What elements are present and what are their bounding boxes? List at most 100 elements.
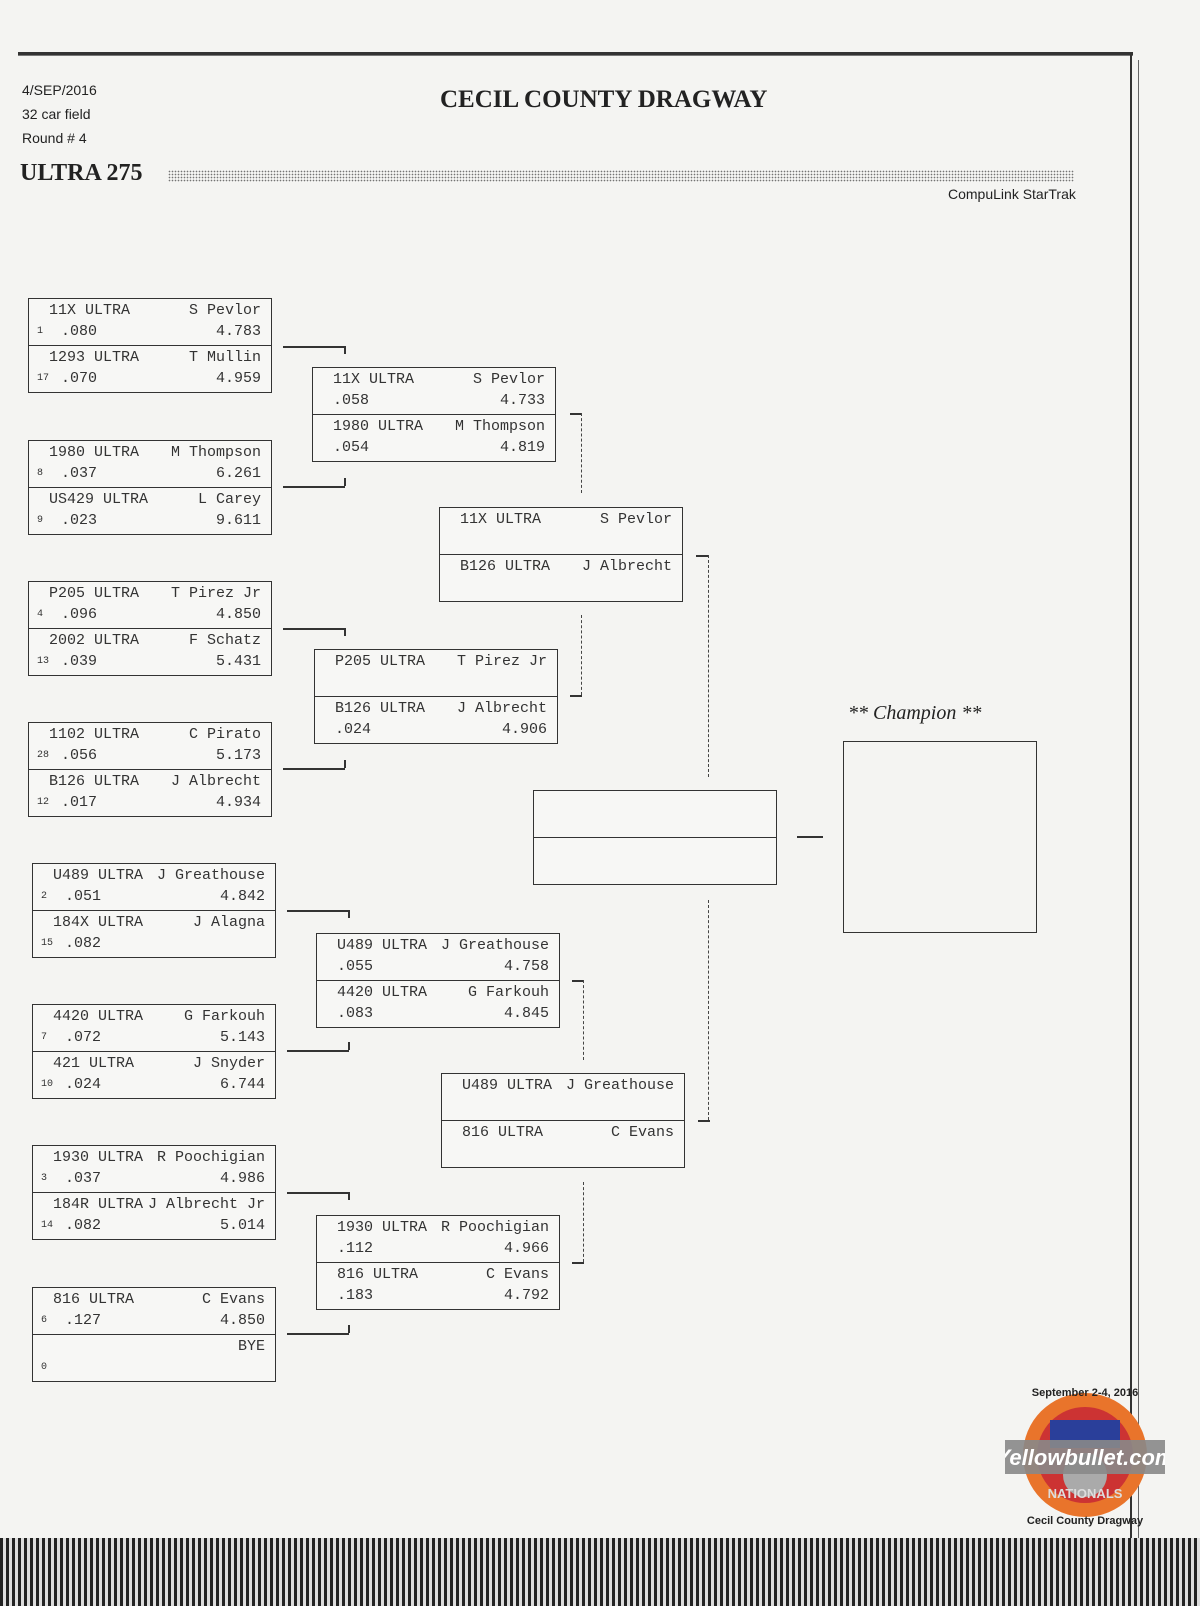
car-number: U489 ULTRA — [462, 1077, 553, 1094]
car-number: P205 ULTRA — [49, 585, 140, 602]
seed-number: 15 — [41, 938, 54, 949]
driver-name: J Albrecht — [581, 558, 672, 575]
scan-band — [0, 1538, 1200, 1606]
elapsed-time: 9.611 — [215, 512, 261, 529]
reaction-time: .183 — [337, 1287, 374, 1304]
driver-name: J Greathouse — [440, 937, 549, 954]
driver-name: S Pevlor — [599, 511, 672, 528]
driver-name: G Farkouh — [183, 1008, 265, 1025]
connector — [581, 615, 582, 695]
connector — [696, 555, 708, 557]
driver-name: S Pevlor — [188, 302, 261, 319]
driver-name: J Greathouse — [156, 867, 265, 884]
champion-label: ** Champion ** — [848, 702, 981, 725]
driver-name: G Farkouh — [467, 984, 549, 1001]
car-number: 11X ULTRA — [333, 371, 415, 388]
connector — [348, 1325, 350, 1333]
connector — [283, 768, 345, 770]
reaction-time: .112 — [337, 1240, 374, 1257]
driver-name: C Evans — [485, 1266, 549, 1283]
event-date: 4/SEP/2016 — [22, 82, 97, 98]
elapsed-time: 4.842 — [219, 888, 265, 905]
reaction-time: .017 — [61, 794, 98, 811]
car-number: 1930 ULTRA — [337, 1219, 428, 1236]
elapsed-time: 4.850 — [215, 606, 261, 623]
driver-name: S Pevlor — [472, 371, 545, 388]
reaction-time: .058 — [333, 392, 370, 409]
svg-text:NATIONALS: NATIONALS — [1048, 1486, 1123, 1501]
reaction-time: .037 — [65, 1170, 102, 1187]
elapsed-time: 4.733 — [499, 392, 545, 409]
seed-number: 8 — [37, 468, 44, 479]
seed-number: 6 — [41, 1315, 48, 1326]
elapsed-time: 4.783 — [215, 323, 261, 340]
elapsed-time: 4.986 — [219, 1170, 265, 1187]
connector — [348, 1192, 350, 1200]
yellowbullet-nationals-logo: Yellowbullet.com September 2-4, 2016 NAT… — [996, 1380, 1175, 1530]
reaction-time: .023 — [61, 512, 98, 529]
car-number: 1980 ULTRA — [49, 444, 140, 461]
reaction-time: .054 — [333, 439, 370, 456]
seed-number: 14 — [41, 1220, 54, 1231]
elapsed-time: 5.431 — [215, 653, 261, 670]
elapsed-time: 6.744 — [219, 1076, 265, 1093]
driver-name: T Pirez Jr — [170, 585, 261, 602]
driver-name: M Thompson — [454, 418, 545, 435]
connector — [344, 478, 346, 486]
seed-number: 2 — [41, 891, 48, 902]
car-number: 4420 ULTRA — [53, 1008, 144, 1025]
connector — [348, 910, 350, 918]
connector — [344, 346, 346, 354]
seed-number: 28 — [37, 750, 50, 761]
driver-name: J Snyder — [192, 1055, 265, 1072]
round-number: Round # 4 — [22, 130, 87, 146]
racer-entry: 11X ULTRA S Pevlor .058 4.733 — [313, 368, 555, 414]
driver-name: R Poochigian — [156, 1149, 265, 1166]
car-number: US429 ULTRA — [49, 491, 149, 508]
car-number: 11X ULTRA — [460, 511, 542, 528]
reaction-time: .096 — [61, 606, 98, 623]
car-number: 11X ULTRA — [49, 302, 131, 319]
car-number: P205 ULTRA — [335, 653, 426, 670]
elapsed-time: 4.959 — [215, 370, 261, 387]
car-number: 1980 ULTRA — [333, 418, 424, 435]
connector — [708, 555, 709, 777]
elapsed-time: 4.966 — [503, 1240, 549, 1257]
elapsed-time: 4.845 — [503, 1005, 549, 1022]
reaction-time: .080 — [61, 323, 98, 340]
reaction-time: .070 — [61, 370, 98, 387]
reaction-time: .127 — [65, 1312, 102, 1329]
right-rule — [1130, 52, 1132, 1542]
car-number: 1293 ULTRA — [49, 349, 140, 366]
elapsed-time: 6.261 — [215, 465, 261, 482]
seed-number: 12 — [37, 797, 50, 808]
elapsed-time: 5.143 — [219, 1029, 265, 1046]
connector — [708, 900, 709, 1120]
class-name: ULTRA 275 — [20, 160, 143, 186]
reaction-time: .024 — [335, 721, 372, 738]
seed-number: 10 — [41, 1079, 54, 1090]
seed-number: 17 — [37, 373, 50, 384]
